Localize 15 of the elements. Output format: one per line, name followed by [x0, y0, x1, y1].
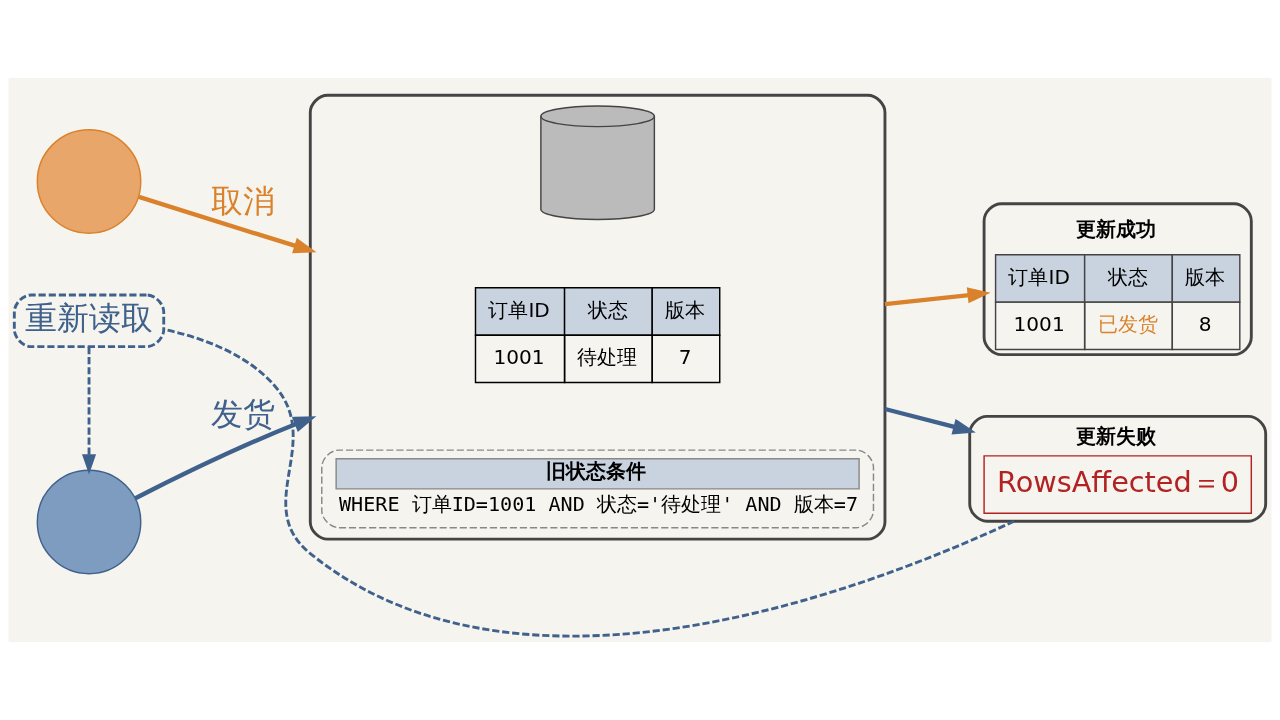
arrow — [134, 416, 317, 501]
connector — [163, 328, 1015, 637]
arrow — [138, 194, 317, 254]
node-box: 更新成功 订单ID 状态 版本 1001 已发货 8 — [982, 202, 1253, 356]
node-box: 旧状态条件 WHERE 订单ID=1001 AND 状态='待处理' AND 版本=7 — [321, 449, 875, 529]
arrow — [884, 287, 991, 307]
node-person — [36, 129, 142, 234]
node-box: 重新读取 — [12, 293, 166, 349]
node-person — [36, 469, 142, 575]
edge-label: 取消 — [210, 183, 275, 220]
edge-label: 发货 — [210, 396, 275, 433]
arrow — [884, 406, 976, 435]
node-box: 更新失败 RowsAffected＝0 — [968, 414, 1268, 523]
arrow — [81, 347, 97, 475]
cluster — [308, 93, 887, 541]
